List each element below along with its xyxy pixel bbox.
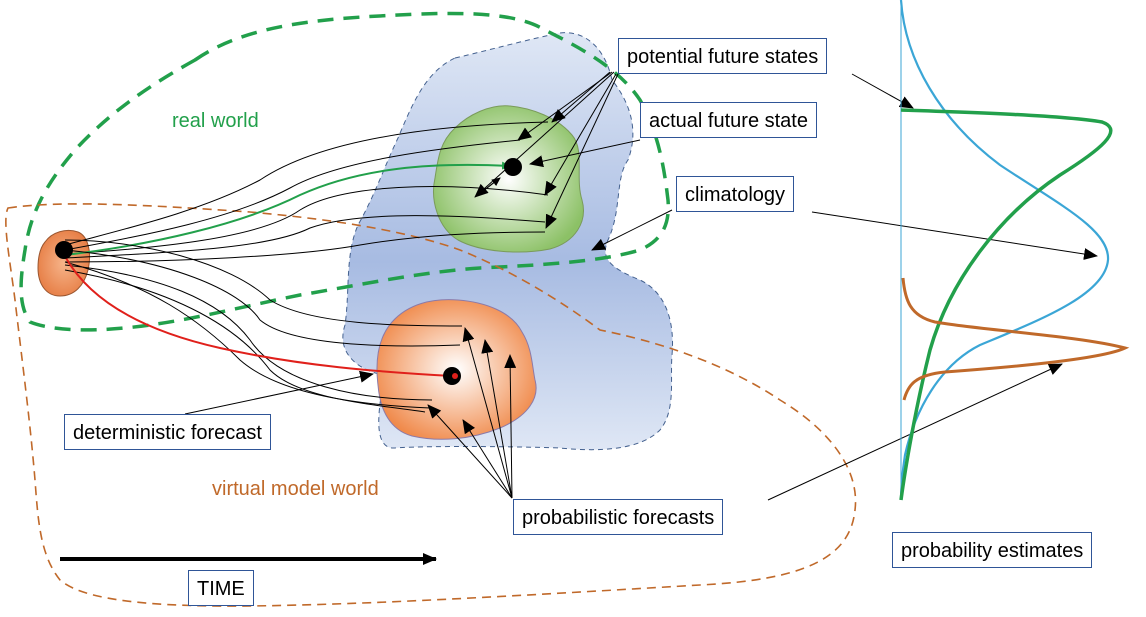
- forecast-curve: [901, 277, 1130, 401]
- forecast-curve-arrow: [767, 363, 1063, 501]
- climatology-curve-arrow: [811, 211, 1098, 260]
- potential-states-curve: [899, 108, 1113, 501]
- arrow: [462, 419, 513, 499]
- deterministic-arrow: [184, 370, 374, 415]
- model-world-boundary: [5, 203, 857, 607]
- trajectory: [64, 261, 431, 409]
- actual-state-arrow: [529, 139, 641, 168]
- climatology-label: climatology: [676, 176, 795, 212]
- actual-state-dot: [504, 158, 522, 176]
- trajectory: [64, 269, 426, 413]
- arrow: [481, 339, 513, 499]
- initial-state-region: [37, 229, 91, 297]
- probabilistic-forecasts-label: probabilistic forecasts: [513, 499, 724, 535]
- real-world-label: real world: [172, 110, 259, 132]
- initial-state-dot: [55, 241, 73, 259]
- climatology-curve: [899, 0, 1110, 501]
- potential-states-arrows: [474, 71, 619, 229]
- actual-future-state-label: actual future state: [640, 102, 817, 138]
- arrow: [462, 327, 513, 499]
- arrow: [517, 71, 613, 141]
- actual-trajectory: [64, 161, 511, 256]
- climatology-arrow: [591, 209, 673, 251]
- arrow: [427, 404, 513, 499]
- deterministic-track: [65, 257, 453, 380]
- trajectory: [64, 215, 546, 259]
- arrow: [544, 73, 617, 196]
- trajectories-to-model-world: [64, 239, 463, 413]
- arrow: [545, 73, 619, 229]
- real-world-boundary: [19, 11, 671, 332]
- trajectories-to-real-world: [64, 121, 549, 263]
- arrow: [504, 354, 517, 499]
- trajectory: [64, 121, 549, 246]
- trajectory: [64, 139, 521, 251]
- arrow: [477, 177, 501, 196]
- probability-estimates-label: probability estimates: [892, 532, 1093, 568]
- arrow: [474, 71, 615, 198]
- virtual-model-world-label: virtual model world: [212, 478, 379, 500]
- time-label: TIME: [188, 570, 254, 606]
- trajectory: [64, 264, 433, 401]
- deterministic-forecast-label: deterministic forecast: [64, 414, 271, 450]
- trajectory: [64, 249, 461, 347]
- probabilistic-arrows: [427, 327, 517, 499]
- potential-future-states-label: potential future states: [618, 38, 828, 74]
- deterministic-state-marker: [452, 373, 458, 379]
- potential-curve-arrow: [851, 73, 914, 109]
- trajectory: [64, 239, 463, 327]
- trajectory: [64, 186, 549, 255]
- trajectory: [64, 231, 546, 263]
